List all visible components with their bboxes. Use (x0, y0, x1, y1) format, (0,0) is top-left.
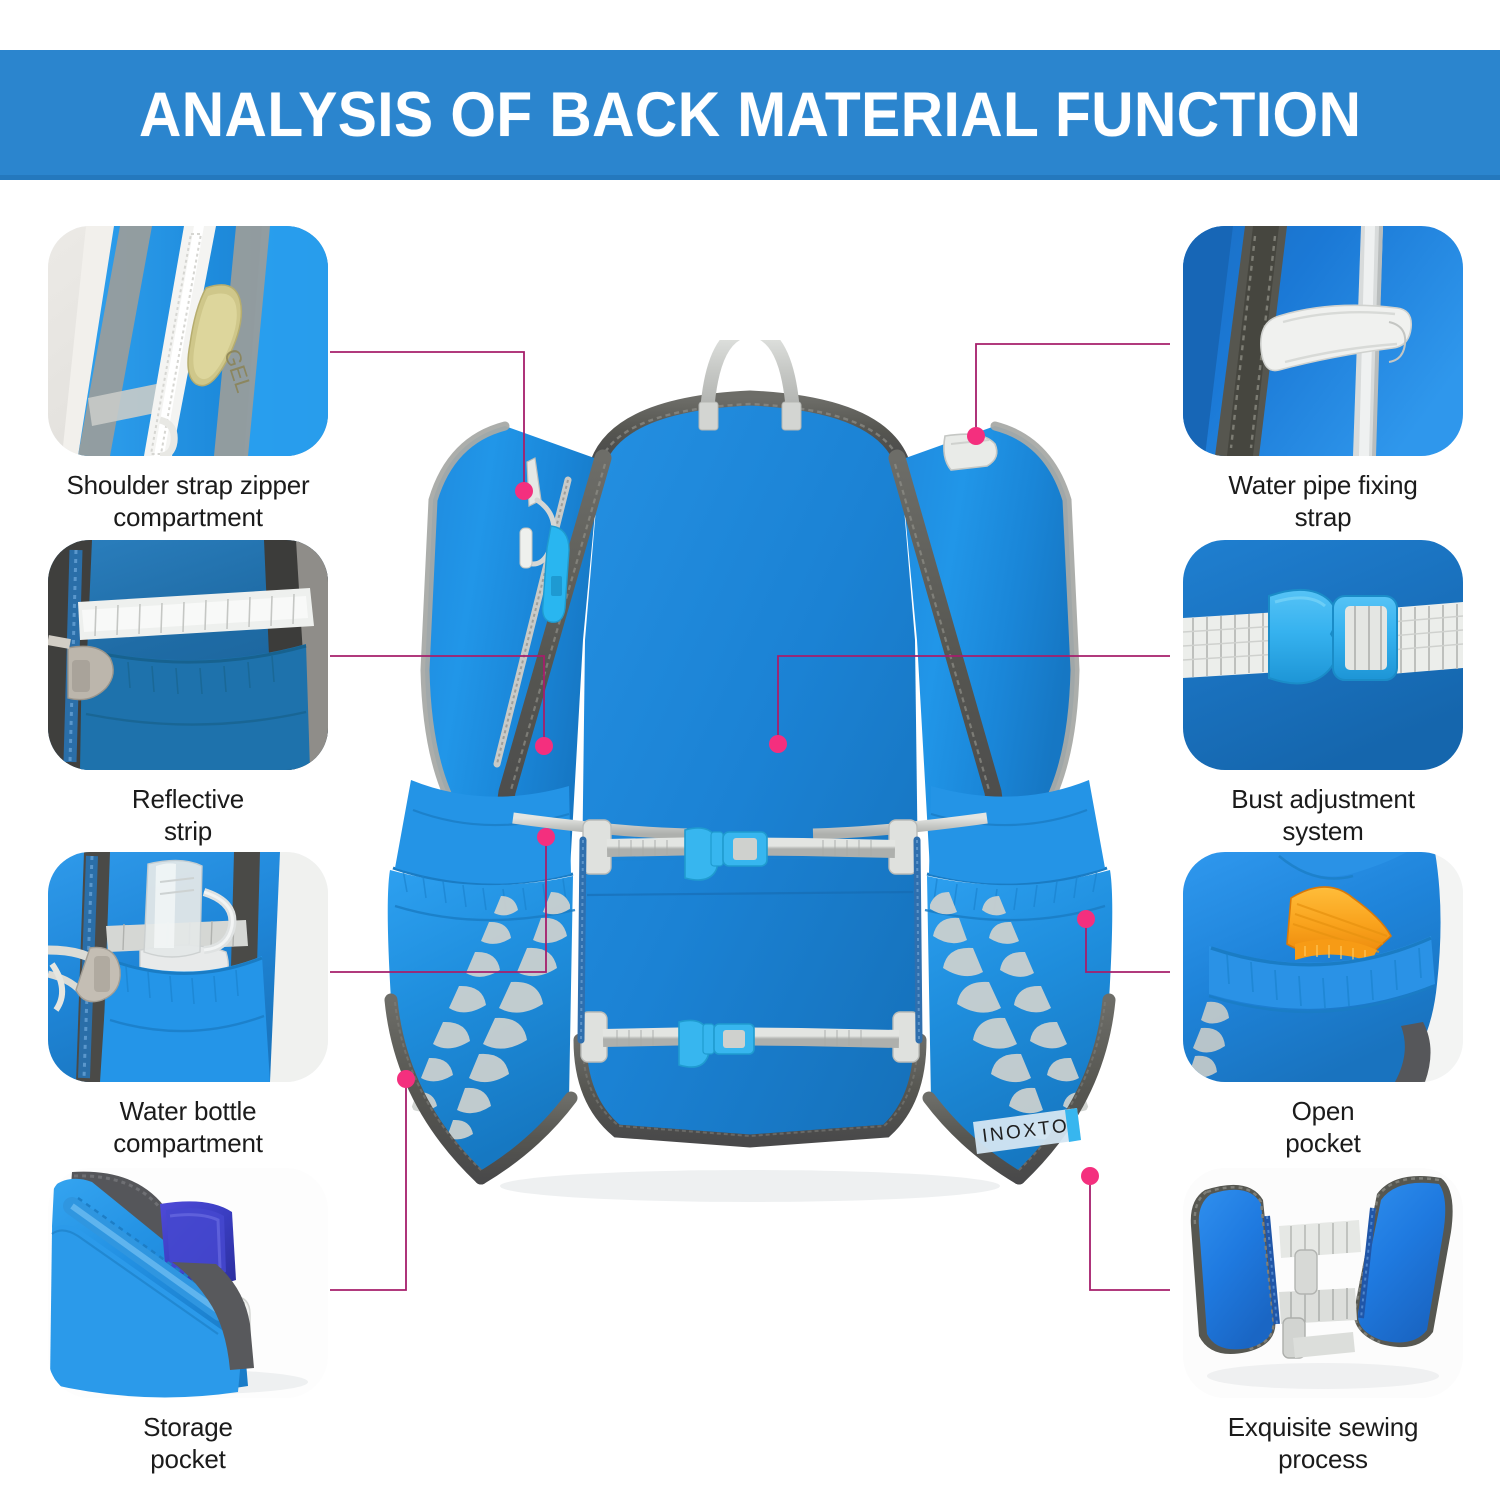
thumbnail-exquisite-sewing-process (1183, 1168, 1463, 1398)
product-photo-vest: INOXTO (355, 322, 1145, 1210)
callout-storage-pocket[interactable]: Storage pocket (48, 1168, 328, 1475)
caption-shoulder-strap-zipper: Shoulder strap zipper compartment (66, 470, 310, 532)
thumbnail-water-bottle-compartment (48, 852, 328, 1082)
callout-shoulder-strap-zipper-compartment[interactable]: GEL Shoulder strap zipper compartment (48, 226, 328, 533)
brand-label: INOXTO (973, 1108, 1081, 1154)
header-underline (0, 175, 1500, 180)
callout-exquisite-sewing-process[interactable]: Exquisite sewing process (1183, 1168, 1463, 1475)
thumbnail-storage-pocket (48, 1168, 328, 1398)
callout-reflective-strip[interactable]: Reflective strip (48, 540, 328, 847)
callout-water-pipe-fixing-strap[interactable]: Water pipe fixing strap (1183, 226, 1463, 533)
caption-water-bottle-compartment: Water bottle compartment (113, 1096, 263, 1158)
caption-storage-pocket: Storage pocket (143, 1412, 233, 1474)
callout-bust-adjustment-system[interactable]: Bust adjustment system (1183, 540, 1463, 847)
thumbnail-shoulder-strap-zipper: GEL (48, 226, 328, 456)
header-banner: ANALYSIS OF BACK MATERIAL FUNCTION (0, 50, 1500, 180)
caption-water-pipe-fixing-strap: Water pipe fixing strap (1228, 470, 1418, 532)
thumbnail-bust-adjustment-system (1183, 540, 1463, 770)
callout-water-bottle-compartment[interactable]: Water bottle compartment (48, 852, 328, 1159)
vest-illustration: INOXTO (384, 322, 1116, 1202)
chest-strap-lower (580, 1011, 920, 1068)
caption-open-pocket: Open pocket (1285, 1096, 1361, 1158)
caption-reflective-strip: Reflective strip (131, 784, 245, 846)
thumbnail-reflective-strip (48, 540, 328, 770)
page-title: ANALYSIS OF BACK MATERIAL FUNCTION (138, 80, 1362, 150)
water-pipe-strap-tab (943, 433, 998, 471)
thumbnail-open-pocket (1183, 852, 1463, 1082)
caption-bust-adjustment-system: Bust adjustment system (1231, 784, 1415, 846)
caption-exquisite-sewing-process: Exquisite sewing process (1227, 1412, 1419, 1474)
thumbnail-water-pipe-fixing-strap (1183, 226, 1463, 456)
callout-open-pocket[interactable]: Open pocket (1183, 852, 1463, 1159)
